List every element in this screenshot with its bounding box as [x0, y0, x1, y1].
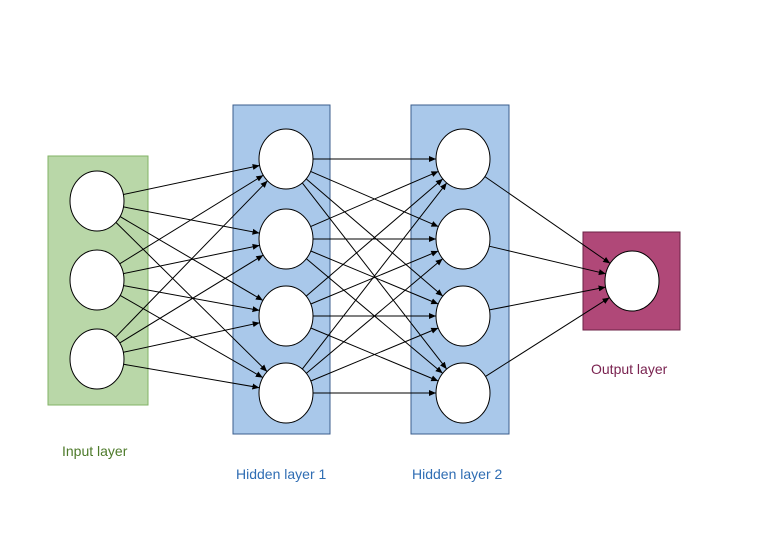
hidden-layer-1-label: Hidden layer 1 — [236, 466, 327, 482]
connection-hidden2-3-to-output-1 — [489, 285, 606, 311]
hidden1-neuron-4 — [258, 362, 314, 424]
connection-input-2-to-hidden1-1 — [119, 174, 264, 265]
input-neuron-3 — [69, 328, 125, 390]
input-neuron-1 — [69, 170, 125, 232]
connection-hidden2-2-to-output-1 — [489, 245, 606, 276]
connection-input-2-to-hidden1-4 — [119, 294, 264, 379]
hidden2-neuron-4 — [435, 362, 491, 424]
hidden1-neuron-2 — [258, 208, 314, 270]
hidden2-neuron-3 — [435, 285, 491, 347]
hidden2-neuron-1 — [435, 128, 491, 190]
connection-input-1-to-hidden1-1 — [123, 164, 260, 195]
input-neuron-2 — [69, 249, 125, 311]
connection-input-3-to-hidden1-3 — [123, 321, 260, 353]
connection-hidden1-3-to-hidden2-1 — [305, 178, 444, 297]
connection-input-2-to-hidden1-3 — [123, 285, 260, 313]
output-neuron-1 — [604, 250, 660, 312]
input-layer-label: Input layer — [62, 443, 128, 459]
connection-hidden1-4-to-hidden2-1 — [301, 182, 448, 370]
connection-hidden1-4-to-hidden2-2 — [306, 258, 443, 374]
connection-hidden2-4-to-output-1 — [485, 297, 610, 377]
hidden1-neuron-3 — [258, 285, 314, 347]
connection-hidden1-4-to-hidden2-3 — [310, 327, 439, 382]
connection-hidden1-2-to-hidden2-1 — [310, 170, 439, 228]
hidden1-neuron-1 — [258, 128, 314, 190]
connection-input-3-to-hidden1-4 — [123, 363, 260, 390]
connection-input-3-to-hidden1-2 — [119, 254, 264, 344]
connection-input-3-to-hidden1-1 — [115, 180, 268, 338]
connection-hidden1-3-to-hidden2-2 — [310, 250, 439, 305]
hidden2-neuron-2 — [435, 208, 491, 270]
connection-input-1-to-hidden1-4 — [115, 222, 268, 372]
connection-hidden2-1-to-output-1 — [484, 176, 611, 264]
output-layer-label: Output layer — [591, 361, 668, 377]
hidden-layer-2-label: Hidden layer 2 — [412, 466, 503, 482]
